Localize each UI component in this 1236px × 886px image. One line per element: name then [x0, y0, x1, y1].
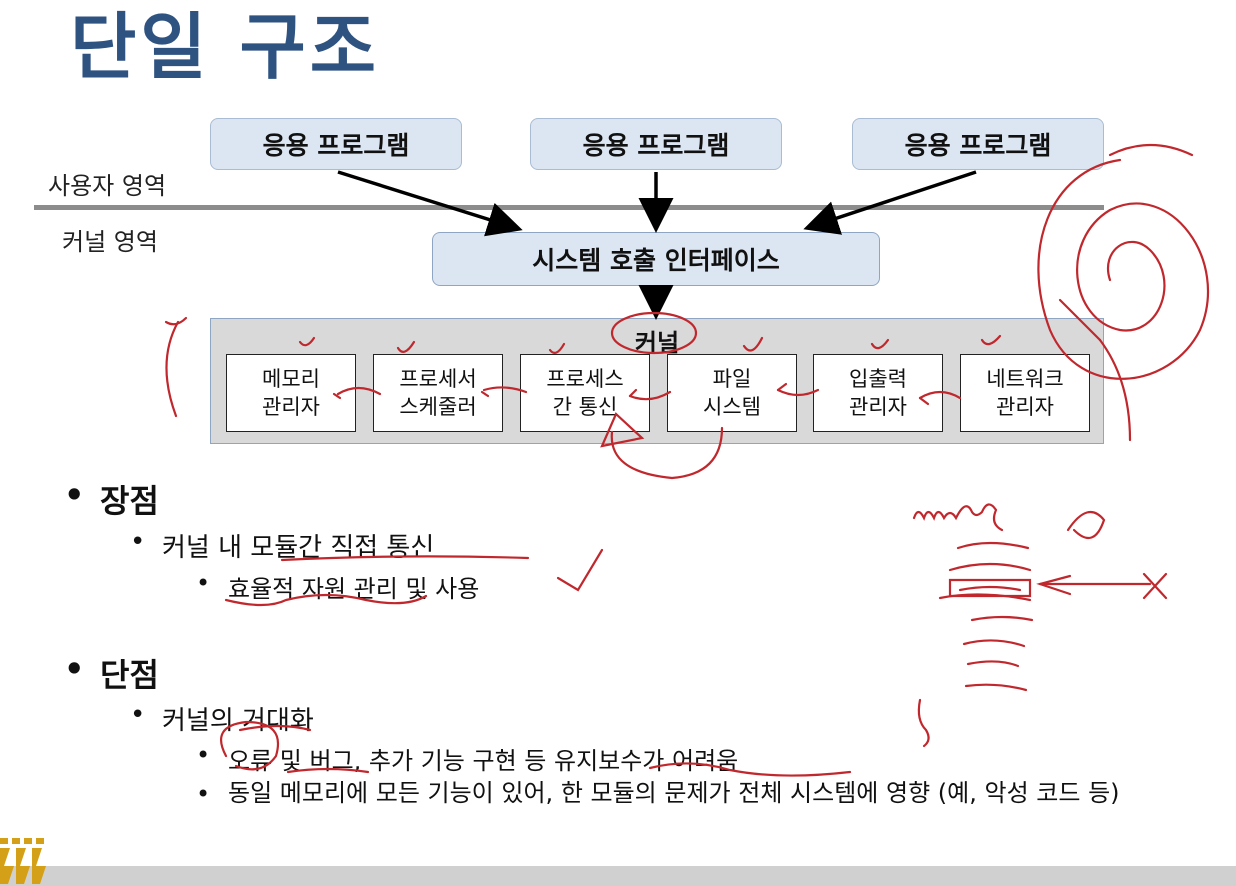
university-logo-icon	[0, 838, 46, 884]
cons-detail2-text: 동일 메모리에 모든 기능이 있어, 한 모듈의 문제가 전체 시스템에 영향 …	[228, 779, 1120, 807]
pros-heading: 장점	[100, 482, 159, 520]
region-divider	[34, 205, 1104, 210]
app-box-2: 응용 프로그램	[530, 118, 782, 170]
cons-detail2-bullet: •동일 메모리에 모든 기능이 있어, 한 모듈의 문제가 전체 시스템에 영향…	[196, 779, 1120, 809]
cons-sub-bullet: •커널의 거대화	[130, 700, 314, 736]
app-box-1: 응용 프로그램	[210, 118, 462, 170]
module-ipc: 프로세스 간 통신	[520, 354, 650, 432]
cons-heading: 단점	[100, 656, 159, 694]
pros-sub-text: 커널 내 모듈간 직접 통신	[162, 533, 435, 563]
kernel-region-label: 커널 영역	[62, 228, 158, 256]
flow-arrows	[337, 170, 977, 320]
module-file-system: 파일 시스템	[667, 354, 797, 432]
app-box-3: 응용 프로그램	[852, 118, 1104, 170]
page-title: 단일 구조	[70, 5, 381, 89]
user-region-label: 사용자 영역	[48, 172, 167, 200]
syscall-interface-box: 시스템 호출 인터페이스	[432, 232, 880, 286]
cons-sub-text: 커널의 거대화	[162, 706, 314, 736]
module-memory-manager: 메모리 관리자	[226, 354, 356, 432]
footer-bar	[0, 866, 1236, 886]
pros-bullet: •장점	[64, 476, 159, 520]
module-io-manager: 입출력 관리자	[813, 354, 943, 432]
cons-bullet: •단점	[64, 650, 159, 694]
module-network-manager: 네트워크 관리자	[960, 354, 1090, 432]
handwritten-annotations	[164, 143, 1210, 777]
pros-sub-bullet: •커널 내 모듈간 직접 통신	[130, 527, 435, 563]
module-process-scheduler: 프로세서 스케줄러	[373, 354, 503, 432]
